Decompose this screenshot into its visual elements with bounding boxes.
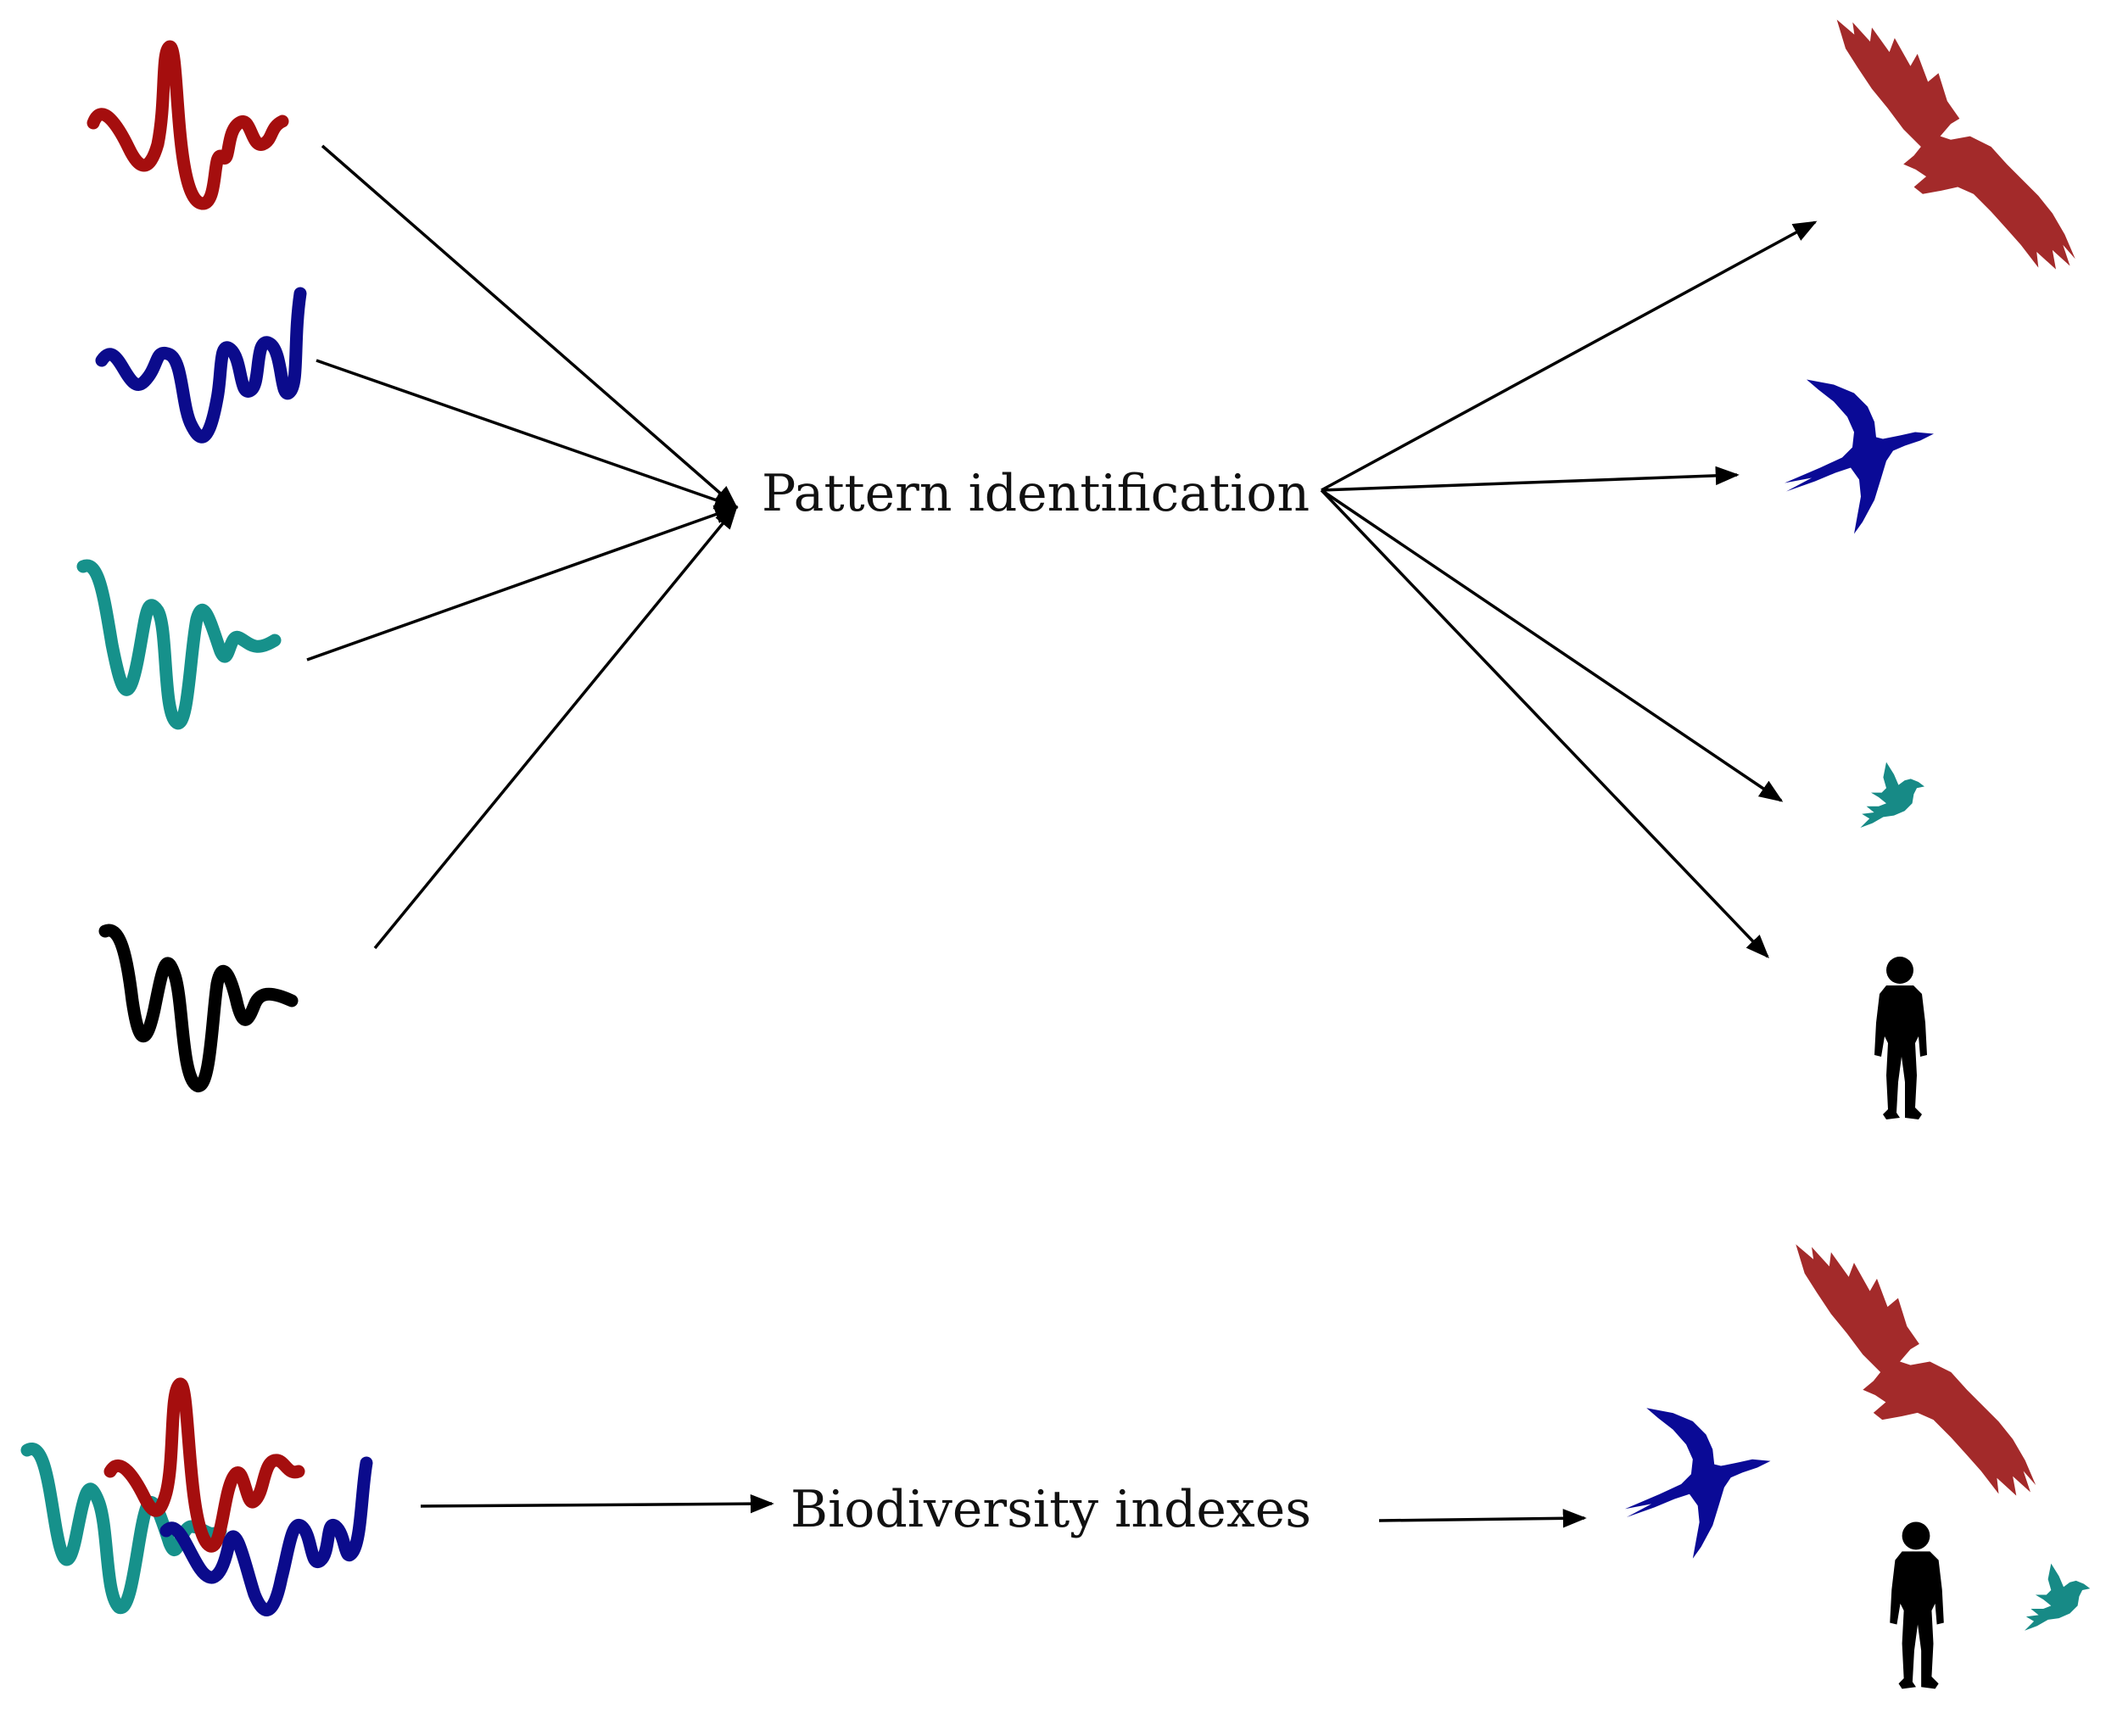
biodiversity-indexes-label: Biodiversity indexes <box>790 1480 1312 1539</box>
hawk-icon <box>1796 1244 2036 1496</box>
waveform-blue <box>95 287 307 444</box>
small-bird-icon <box>1860 762 1924 828</box>
waveform-red <box>87 40 289 210</box>
arrow-pattern-to-swallow <box>1321 466 1740 492</box>
person-icon <box>1874 957 1927 1119</box>
waveform-black <box>98 924 299 1092</box>
small-bird-icon <box>2025 1563 2091 1631</box>
arrow-pattern-to-hawk <box>1321 220 1818 492</box>
species-cluster <box>1624 1244 2091 1689</box>
pattern-identification-label: Pattern identification <box>762 464 1310 523</box>
arrows-inputs <box>306 144 739 950</box>
arrow-pattern-to-small-bird <box>1321 488 1784 802</box>
arrow-mixed-to-biodiv <box>420 1493 774 1514</box>
arrow-blue-to-pattern <box>316 359 739 510</box>
hawk-icon <box>1836 20 2075 270</box>
swallow-icon <box>1785 379 1934 534</box>
waveform-teal <box>76 559 282 730</box>
arrows-outputs <box>1320 220 1818 959</box>
waveform-mixed <box>20 1377 373 1616</box>
arrow-teal-to-pattern <box>306 505 739 661</box>
person-icon <box>1890 1521 1944 1689</box>
arrow-pattern-to-person <box>1320 488 1769 959</box>
arrow-biodiv-to-species <box>1378 1509 1587 1528</box>
arrow-black-to-pattern <box>373 505 738 950</box>
swallow-icon <box>1624 1408 1771 1559</box>
arrows-bottom <box>420 1493 1587 1528</box>
arrow-red-to-pattern <box>321 144 739 509</box>
